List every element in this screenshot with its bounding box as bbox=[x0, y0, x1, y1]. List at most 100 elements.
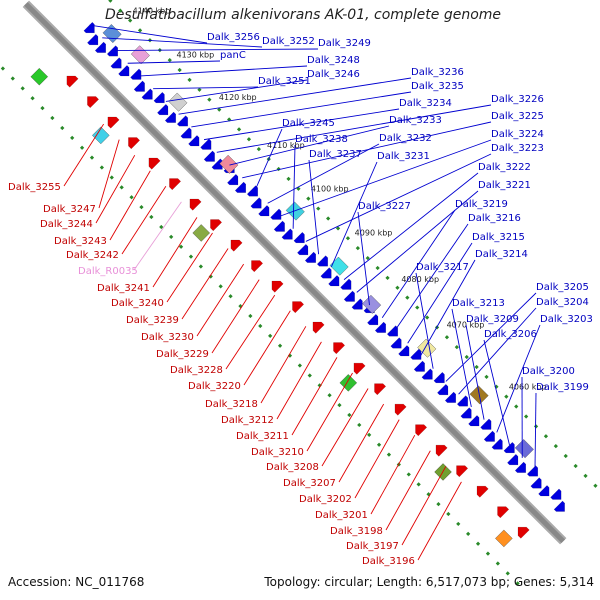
gene-label[interactable]: Dalk_3201 bbox=[315, 510, 368, 521]
gene-label[interactable]: Dalk_3231 bbox=[377, 151, 430, 162]
plus-gene-arrow[interactable] bbox=[374, 321, 387, 333]
plus-gene-arrow[interactable] bbox=[164, 111, 177, 123]
plus-gene-arrow[interactable] bbox=[328, 275, 340, 287]
plus-gene-arrow[interactable] bbox=[304, 251, 317, 263]
minus-gene-arrow[interactable] bbox=[353, 362, 366, 375]
plus-gene-arrow[interactable] bbox=[433, 371, 445, 384]
plus-gene-arrow[interactable] bbox=[234, 181, 247, 193]
plus-gene-arrow[interactable] bbox=[110, 57, 122, 69]
gene-label[interactable]: Dalk_3226 bbox=[491, 94, 544, 105]
gene-label[interactable]: Dalk_3203 bbox=[540, 314, 593, 325]
feature-block[interactable] bbox=[102, 24, 122, 44]
gene-label[interactable]: Dalk_3205 bbox=[536, 282, 589, 293]
minus-gene-arrow[interactable] bbox=[107, 116, 120, 129]
plus-gene-arrow[interactable] bbox=[421, 368, 433, 380]
gene-label[interactable]: Dalk_3215 bbox=[472, 232, 525, 243]
plus-gene-arrow[interactable] bbox=[87, 33, 99, 46]
gene-label[interactable]: Dalk_3227 bbox=[358, 201, 411, 212]
gene-label[interactable]: Dalk_3245 bbox=[282, 118, 335, 129]
gene-label[interactable]: Dalk_3242 bbox=[66, 250, 119, 261]
gene-label[interactable]: Dalk_3237 bbox=[309, 149, 362, 160]
feature-block[interactable] bbox=[219, 154, 239, 174]
minus-gene-arrow[interactable] bbox=[435, 444, 448, 457]
minus-gene-arrow[interactable] bbox=[476, 485, 489, 498]
gene-label[interactable]: Dalk_3213 bbox=[452, 298, 505, 309]
gene-label[interactable]: Dalk_3234 bbox=[399, 98, 452, 109]
plus-gene-arrow[interactable] bbox=[514, 461, 527, 473]
minus-gene-arrow[interactable] bbox=[189, 198, 202, 211]
minus-gene-arrow[interactable] bbox=[415, 424, 428, 437]
gene-label[interactable]: Dalk_3208 bbox=[266, 462, 319, 473]
plus-gene-arrow[interactable] bbox=[460, 407, 472, 419]
feature-block[interactable] bbox=[495, 529, 513, 548]
minus-gene-arrow[interactable] bbox=[374, 383, 387, 396]
feature-block[interactable] bbox=[192, 224, 210, 242]
minus-gene-arrow[interactable] bbox=[128, 137, 141, 150]
gene-label[interactable]: Dalk_3214 bbox=[475, 249, 528, 260]
plus-gene-arrow[interactable] bbox=[468, 415, 480, 427]
feature-block[interactable] bbox=[92, 126, 110, 145]
plus-gene-arrow[interactable] bbox=[106, 45, 119, 57]
gene-label[interactable]: Dalk_3240 bbox=[111, 298, 164, 309]
gene-label[interactable]: Dalk_3247 bbox=[43, 204, 96, 215]
gene-label[interactable]: Dalk_3249 bbox=[318, 38, 371, 49]
plus-gene-arrow[interactable] bbox=[83, 21, 95, 34]
feature-block[interactable] bbox=[339, 374, 358, 392]
minus-gene-arrow[interactable] bbox=[271, 280, 284, 293]
minus-gene-arrow[interactable] bbox=[456, 465, 469, 478]
gene-label[interactable]: Dalk_3255 bbox=[8, 182, 61, 193]
gene-label[interactable]: Dalk_3252 bbox=[262, 36, 315, 47]
plus-gene-arrow[interactable] bbox=[250, 197, 262, 209]
gene-label[interactable]: Dalk_3216 bbox=[468, 213, 521, 224]
plus-gene-arrow[interactable] bbox=[281, 228, 293, 240]
plus-gene-arrow[interactable] bbox=[503, 441, 515, 454]
gene-label[interactable]: Dalk_3243 bbox=[54, 236, 107, 247]
plus-gene-arrow[interactable] bbox=[293, 231, 305, 244]
plus-gene-arrow[interactable] bbox=[444, 391, 457, 403]
minus-gene-arrow[interactable] bbox=[497, 506, 510, 519]
plus-gene-arrow[interactable] bbox=[297, 243, 309, 256]
plus-gene-arrow[interactable] bbox=[133, 80, 145, 92]
plus-gene-arrow[interactable] bbox=[491, 438, 503, 450]
gene-label[interactable]: Dalk_3225 bbox=[491, 111, 544, 122]
plus-gene-arrow[interactable] bbox=[157, 103, 169, 116]
plus-gene-arrow[interactable] bbox=[118, 65, 130, 77]
plus-gene-arrow[interactable] bbox=[413, 360, 425, 372]
gene-label[interactable]: Dalk_3241 bbox=[97, 283, 150, 294]
plus-gene-arrow[interactable] bbox=[553, 500, 565, 512]
minus-gene-arrow[interactable] bbox=[333, 342, 346, 355]
gene-label[interactable]: Dalk_3197 bbox=[346, 541, 399, 552]
minus-gene-arrow[interactable] bbox=[292, 301, 305, 314]
plus-gene-arrow[interactable] bbox=[343, 290, 355, 302]
gene-label[interactable]: Dalk_3232 bbox=[379, 133, 432, 144]
plus-gene-arrow[interactable] bbox=[390, 337, 402, 349]
plus-gene-arrow[interactable] bbox=[227, 173, 239, 186]
plus-gene-arrow[interactable] bbox=[320, 267, 332, 279]
plus-gene-arrow[interactable] bbox=[246, 185, 259, 197]
plus-gene-arrow[interactable] bbox=[273, 220, 285, 232]
plus-gene-arrow[interactable] bbox=[410, 348, 422, 360]
minus-gene-arrow[interactable] bbox=[148, 157, 161, 170]
plus-gene-arrow[interactable] bbox=[141, 88, 153, 100]
plus-gene-arrow[interactable] bbox=[483, 430, 495, 442]
plus-gene-arrow[interactable] bbox=[367, 313, 379, 326]
gene-label[interactable]: Dalk_3222 bbox=[478, 162, 531, 173]
gene-label[interactable]: Dalk_3209 bbox=[466, 314, 519, 325]
gene-label[interactable]: Dalk_3207 bbox=[283, 478, 336, 489]
minus-gene-arrow[interactable] bbox=[312, 321, 325, 334]
plus-gene-arrow[interactable] bbox=[456, 395, 469, 407]
minus-gene-arrow[interactable] bbox=[394, 403, 407, 416]
minus-gene-arrow[interactable] bbox=[251, 260, 264, 273]
gene-label[interactable]: Dalk_3198 bbox=[330, 526, 383, 537]
gene-label[interactable]: Dalk_3251 bbox=[258, 76, 311, 87]
minus-gene-arrow[interactable] bbox=[87, 96, 100, 109]
feature-block[interactable] bbox=[362, 294, 382, 314]
gene-label[interactable]: Dalk_3206 bbox=[484, 329, 537, 340]
plus-gene-arrow[interactable] bbox=[550, 488, 562, 500]
gene-label[interactable]: Dalk_3217 bbox=[416, 262, 469, 273]
gene-label[interactable]: panC bbox=[220, 50, 246, 61]
plus-gene-arrow[interactable] bbox=[530, 477, 542, 489]
gene-label[interactable]: Dalk_3239 bbox=[126, 315, 179, 326]
minus-gene-arrow[interactable] bbox=[517, 526, 530, 539]
